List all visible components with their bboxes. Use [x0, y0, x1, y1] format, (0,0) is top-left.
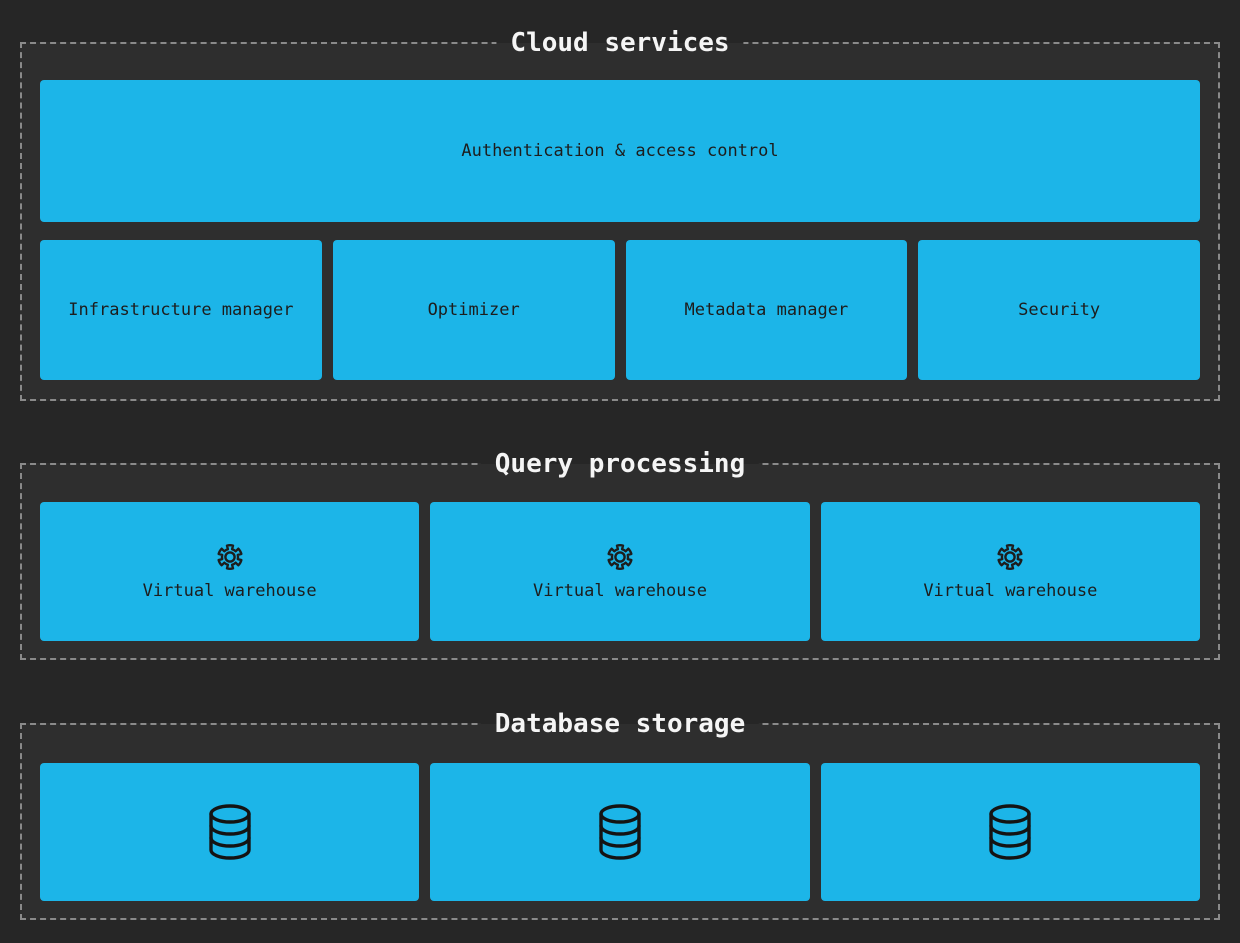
node-virtual-warehouse: Virtual warehouse — [40, 502, 420, 641]
node-label: Metadata manager — [684, 300, 849, 320]
section-title-cloud-services: Cloud services — [496, 24, 744, 62]
node-label: Optimizer — [427, 300, 520, 320]
node-optimizer: Optimizer — [332, 240, 615, 380]
node-infrastructure-manager: Infrastructure manager — [40, 240, 322, 380]
gear-icon — [215, 542, 245, 572]
section-query-processing: Query processing Virtual warehouse — [20, 445, 1220, 660]
database-icon — [596, 803, 644, 861]
section-title-query-processing: Query processing — [480, 445, 760, 483]
node-metadata-manager: Metadata manager — [625, 240, 908, 380]
database-storage-row — [40, 763, 1200, 901]
node-label: Virtual warehouse — [923, 581, 1098, 601]
gear-icon — [995, 542, 1025, 572]
node-database — [430, 763, 810, 901]
section-cloud-services: Cloud services Authentication & access c… — [20, 24, 1220, 401]
node-security: Security — [918, 240, 1200, 380]
node-database — [40, 763, 420, 901]
node-virtual-warehouse: Virtual warehouse — [820, 502, 1200, 641]
node-label: Virtual warehouse — [532, 581, 707, 601]
node-authentication-access-control: Authentication & access control — [40, 80, 1200, 222]
node-label: Virtual warehouse — [142, 581, 317, 601]
node-virtual-warehouse: Virtual warehouse — [430, 502, 810, 641]
node-label: Infrastructure manager — [68, 300, 294, 320]
query-processing-row: Virtual warehouse Virtual warehouse — [40, 502, 1200, 641]
node-database — [820, 763, 1200, 901]
database-icon — [206, 803, 254, 861]
database-icon — [986, 803, 1034, 861]
section-title-database-storage: Database storage — [480, 705, 760, 743]
node-label: Authentication & access control — [461, 141, 779, 161]
cloud-services-row: Infrastructure manager Optimizer Metadat… — [40, 240, 1200, 380]
gear-icon — [605, 542, 635, 572]
node-label: Security — [1018, 300, 1101, 320]
section-database-storage: Database storage — [20, 705, 1220, 920]
